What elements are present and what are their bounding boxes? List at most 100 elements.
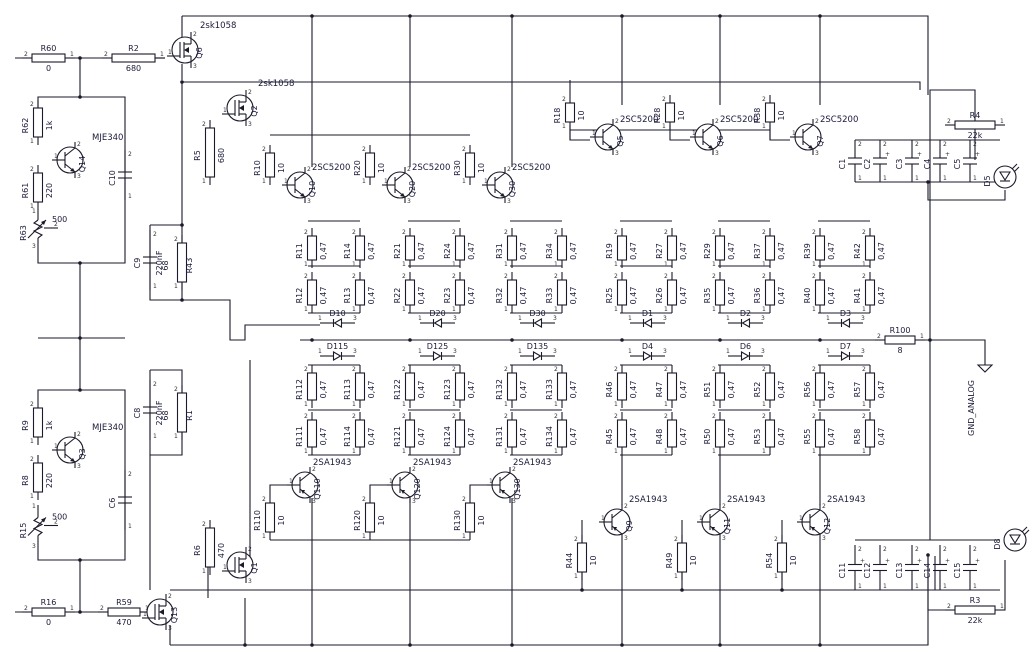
pin-number: 1: [712, 306, 716, 313]
pin-number: 2: [774, 536, 778, 543]
r133-ref: R133: [545, 379, 554, 400]
r21-ref: R21: [393, 243, 402, 259]
r25-ref: R25: [605, 288, 614, 304]
q12-val: 2SA1943: [827, 495, 865, 505]
wire: [930, 339, 986, 360]
pin-number: 1: [452, 306, 456, 313]
pin-number: 1: [143, 611, 147, 618]
pin-number: 2: [307, 166, 311, 173]
r110-val: 10: [277, 515, 286, 525]
junction-dot: [510, 14, 514, 18]
wire: [369, 484, 390, 495]
r4-ref: R4: [970, 111, 981, 120]
r13-ref: R13: [343, 288, 352, 304]
d135-ref: D135: [527, 342, 548, 351]
pin-number: 1: [915, 583, 919, 590]
pin-number: 2: [947, 603, 951, 610]
pin-number: 2: [362, 146, 366, 153]
r3-val: 22k: [968, 616, 983, 625]
pin-number: 1: [32, 208, 36, 215]
junction-dot: [818, 338, 822, 342]
pin-number: 1: [153, 433, 157, 440]
r28-val: 10: [677, 110, 686, 120]
r52-ref: R52: [753, 382, 762, 398]
junction-dot: [310, 643, 314, 647]
pin-number: 1: [352, 306, 356, 313]
pin-number: 1: [792, 130, 796, 137]
r19-val: 0,47: [629, 242, 638, 260]
junction-dot: [580, 588, 584, 592]
pin-number: 2: [352, 229, 356, 236]
polarity-mark: +: [945, 558, 950, 565]
r113-ref: R113: [343, 379, 352, 400]
r35-ref: R35: [703, 288, 712, 304]
r26-val: 0,47: [679, 287, 688, 305]
pin-number: 2: [412, 466, 416, 473]
r52-val: 0,47: [777, 381, 786, 399]
pin-number: 2: [858, 546, 862, 553]
r56-val: 0,47: [827, 381, 836, 399]
pin-number: 1: [304, 261, 308, 268]
polarity-mark: +: [945, 151, 950, 158]
pin-number: 1: [762, 401, 766, 408]
r35-val: 0,47: [727, 287, 736, 305]
led-d8: D8: [993, 526, 1030, 552]
pin-number: 3: [412, 498, 416, 505]
pin-number: 1: [862, 401, 866, 408]
pin-number: 2: [174, 386, 178, 393]
pin-number: 1: [726, 348, 730, 355]
pin-number: 1: [362, 533, 366, 540]
pin-number: 2: [462, 146, 466, 153]
r27-ref: R27: [655, 243, 664, 259]
r121-val: 0,47: [417, 428, 426, 446]
junction-dot: [310, 14, 314, 18]
pin-number: 1: [726, 315, 730, 322]
pin-number: 2: [452, 229, 456, 236]
r46-ref: R46: [605, 382, 614, 398]
pin-number: 1: [973, 175, 977, 182]
q7-ref: Q7: [816, 135, 825, 146]
q13-ref: Q13: [170, 607, 179, 623]
q120-ref: Q120: [413, 478, 422, 500]
pin-number: 1: [943, 175, 947, 182]
pin-number: 1: [174, 283, 178, 290]
pin-number: 3: [663, 315, 667, 322]
pin-number: 2: [554, 229, 558, 236]
q6b-val: 2SC5200: [720, 115, 758, 125]
pin-number: 1: [362, 178, 366, 185]
pin-number: 2: [402, 366, 406, 373]
pin-number: 2: [30, 456, 34, 463]
r8-val: 220: [45, 473, 54, 488]
junction-dot: [180, 80, 184, 84]
r123-ref: R123: [443, 379, 452, 400]
r43-val: 68: [161, 260, 170, 270]
c8-ref: C8: [133, 408, 142, 419]
pin-number: 1: [54, 443, 58, 450]
q7-val: 2SC5200: [820, 115, 858, 125]
r14-val: 0,47: [367, 242, 376, 260]
q120-val: 2SA1943: [413, 458, 451, 468]
r1-ref: R1: [185, 410, 194, 421]
pin-number: 2: [54, 519, 58, 526]
wire: [37, 389, 126, 561]
pin-number: 1: [402, 401, 406, 408]
junction-dot: [510, 338, 514, 342]
r61-val: 220: [45, 183, 54, 198]
pin-number: 1: [318, 348, 322, 355]
pin-number: 2: [402, 229, 406, 236]
